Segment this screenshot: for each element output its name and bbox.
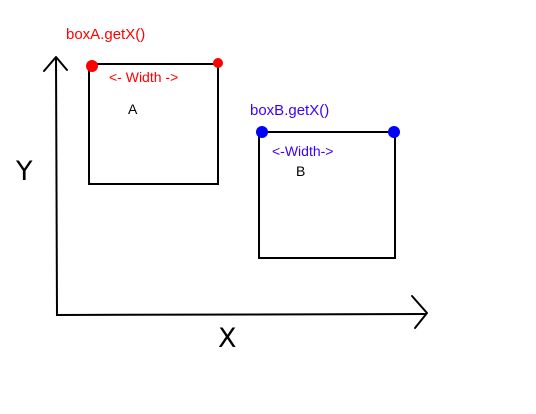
box-b: boxB.getX() <-Width-> B	[250, 102, 400, 259]
y-axis-label: Y	[15, 156, 33, 187]
x-axis-line	[55, 313, 427, 316]
x-axis-label: X	[218, 323, 237, 354]
box-b-left-corner-marker	[256, 126, 268, 138]
box-a-name: A	[128, 101, 138, 117]
box-b-rect	[258, 131, 396, 259]
box-a-width-label: <- Width ->	[109, 69, 178, 85]
box-a-right-corner-marker	[213, 58, 223, 68]
box-b-right-corner-marker	[388, 126, 400, 138]
y-axis-arrowhead	[43, 56, 68, 72]
y-axis	[43, 56, 68, 317]
y-axis-line	[55, 56, 58, 317]
box-b-getx-label: boxB.getX()	[250, 102, 329, 119]
box-a-rect	[88, 63, 219, 185]
box-a: boxA.getX() <- Width -> A	[66, 26, 223, 185]
box-b-name: B	[296, 163, 305, 179]
box-b-width-label: <-Width->	[272, 143, 333, 159]
box-a-left-corner-marker	[86, 60, 98, 72]
x-axis	[55, 295, 428, 329]
box-a-getx-label: boxA.getX()	[66, 26, 145, 43]
x-axis-arrowhead	[411, 295, 428, 329]
